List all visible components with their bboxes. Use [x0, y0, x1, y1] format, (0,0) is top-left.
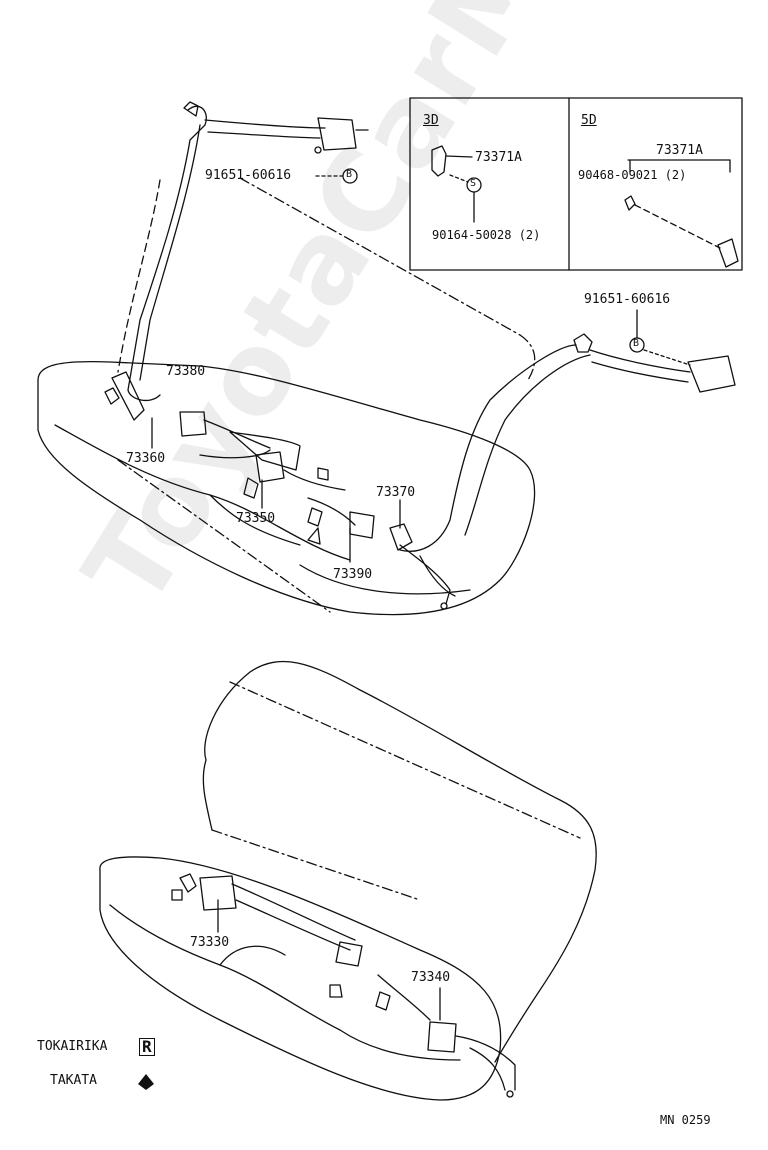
inset-3d-marker: S	[470, 178, 477, 189]
upper-seatback-outline	[117, 177, 536, 613]
lower-belts	[171, 873, 516, 1098]
inset-box	[409, 97, 743, 271]
center-buckles-upper	[179, 411, 375, 545]
callout-73370: 73370	[376, 485, 416, 500]
upper-seat-cushion	[37, 360, 536, 616]
inset-5d-bolt: 90468-09021 (2)	[578, 168, 687, 182]
callout-73390: 73390	[333, 567, 373, 582]
callout-73350: 73350	[236, 511, 276, 526]
legend-tokairika-symbol: R	[139, 1038, 155, 1056]
bolt-markers	[315, 168, 691, 366]
callout-bolt-right: 91651-60616	[584, 292, 671, 307]
takata-emblem	[138, 1074, 154, 1090]
lower-seatback	[202, 660, 597, 1063]
callout-73330: 73330	[190, 935, 230, 950]
footer-code: MN 0259	[660, 1113, 711, 1127]
callout-73340: 73340	[411, 970, 451, 985]
left-retractor-belt	[104, 101, 369, 421]
inset-3d-part: 73371A	[475, 150, 522, 165]
marker-b-right: B	[633, 338, 640, 349]
right-retractor-belt	[389, 333, 736, 610]
lower-seat-cushion	[99, 856, 502, 1101]
inset-5d-title: 5D	[581, 113, 597, 128]
b-marker-top	[342, 168, 358, 184]
callout-73360: 73360	[126, 451, 166, 466]
marker-b-top: B	[346, 169, 353, 180]
legend-takata: TAKATA	[50, 1073, 97, 1088]
inset-3d-title: 3D	[423, 113, 439, 128]
inset-5d-part: 73371A	[656, 143, 703, 158]
callout-bolt-top-left: 91651-60616	[205, 168, 292, 183]
callout-73380: 73380	[166, 364, 206, 379]
legend-tokairika: TOKAIRIKA	[37, 1039, 108, 1054]
leader-lines	[151, 417, 441, 1021]
inset-3d-bolt: 90164-50028 (2)	[432, 228, 541, 242]
